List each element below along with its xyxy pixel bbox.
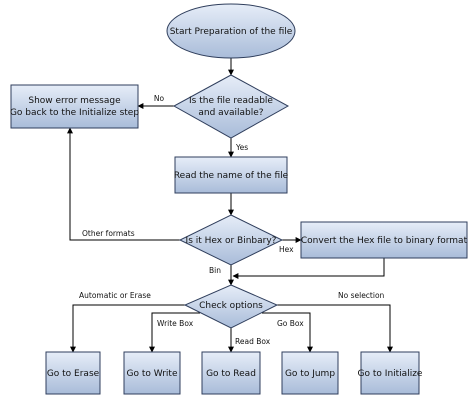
edge-hex-to-error bbox=[67, 127, 180, 241]
write-box bbox=[123, 351, 181, 395]
edge-label-go-box: Go Box bbox=[277, 319, 304, 328]
read-name-label: Read the name of the file bbox=[174, 171, 289, 181]
edge-label-no-selection: No selection bbox=[338, 291, 385, 300]
edge-label-bin: Bin bbox=[209, 266, 221, 275]
start-ellipse bbox=[166, 3, 296, 59]
edge-label-read-box: Read Box bbox=[235, 337, 271, 346]
edge-label-hex: Hex bbox=[279, 245, 294, 254]
read-name-box bbox=[174, 156, 288, 194]
erase-box bbox=[45, 351, 101, 395]
edge-label-other-formats: Other formats bbox=[82, 229, 135, 238]
hex-diamond bbox=[178, 214, 284, 266]
error-label-line2: Go back to the Initialize step bbox=[10, 108, 139, 118]
convert-label: Convert the Hex file to binary format bbox=[301, 236, 468, 246]
node-erase: Go to Erase bbox=[45, 351, 101, 395]
edge-label-write-box: Write Box bbox=[157, 319, 194, 328]
nodes: Start Preparation of the file Is the fil… bbox=[10, 3, 468, 395]
check-diamond bbox=[183, 284, 279, 329]
edge-check-to-initialize bbox=[277, 304, 393, 353]
node-start: Start Preparation of the file bbox=[166, 3, 296, 59]
readable-label-line1: Is the file readable bbox=[189, 96, 273, 106]
read-box bbox=[201, 351, 261, 395]
edges bbox=[67, 58, 393, 353]
edge-convert-to-check bbox=[232, 258, 385, 279]
node-convert: Convert the Hex file to binary format bbox=[300, 221, 468, 259]
node-read-name: Read the name of the file bbox=[174, 156, 289, 194]
jump-box bbox=[281, 351, 339, 395]
edge-labels: No Yes Other formats Hex Bin Automatic o… bbox=[79, 94, 385, 346]
read-label: Go to Read bbox=[206, 369, 256, 379]
node-readable-decision: Is the file readable and available? bbox=[172, 74, 290, 139]
hex-label: Is it Hex or Binbary? bbox=[186, 236, 277, 246]
node-write: Go to Write bbox=[123, 351, 181, 395]
jump-label: Go to Jump bbox=[285, 369, 335, 379]
readable-diamond bbox=[172, 74, 290, 139]
erase-label: Go to Erase bbox=[47, 369, 100, 379]
node-hex-decision: Is it Hex or Binbary? bbox=[178, 214, 284, 266]
convert-box bbox=[300, 221, 468, 259]
edge-check-to-jump bbox=[262, 312, 313, 353]
edge-check-to-write bbox=[149, 312, 200, 353]
error-label-line1: Show error message bbox=[28, 96, 121, 106]
write-label: Go to Write bbox=[127, 369, 178, 379]
edge-label-no: No bbox=[154, 94, 165, 103]
node-jump: Go to Jump bbox=[281, 351, 339, 395]
edge-label-yes: Yes bbox=[235, 143, 248, 152]
node-initialize: Go to Initialize bbox=[358, 351, 423, 395]
readable-label-line2: and available? bbox=[198, 108, 263, 118]
node-read: Go to Read bbox=[201, 351, 261, 395]
initialize-label: Go to Initialize bbox=[358, 369, 423, 379]
initialize-box bbox=[360, 351, 420, 395]
edge-check-to-erase bbox=[70, 304, 185, 353]
edge-label-auto-erase: Automatic or Erase bbox=[79, 291, 151, 300]
node-check-options: Check options bbox=[183, 284, 279, 329]
check-label: Check options bbox=[199, 301, 263, 311]
start-label: Start Preparation of the file bbox=[170, 27, 293, 37]
error-box bbox=[10, 84, 139, 129]
node-error: Show error message Go back to the Initia… bbox=[10, 84, 139, 129]
